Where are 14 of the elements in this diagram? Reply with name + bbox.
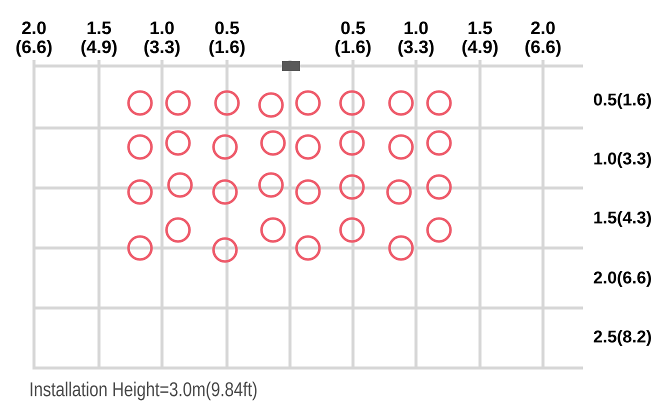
axis-label: 2.0 (6.6)	[16, 21, 52, 57]
axis-label: 1.0(3.3)	[594, 152, 651, 168]
axis-label: 1.5 (4.9)	[81, 22, 117, 57]
axis-label: 2.0(6.6)	[594, 271, 651, 287]
caption: Installation Height=3.0m(9.84ft)	[30, 382, 256, 400]
axis-label: 0.5 (1.6)	[209, 21, 245, 57]
axis-label: 1.5 (4.9)	[462, 22, 498, 57]
axis-label: 0.5(1.6)	[594, 93, 651, 109]
axis-label: 1.0 (3.3)	[144, 21, 180, 57]
axis-label: 1.0 (3.3)	[398, 21, 434, 57]
axis-label: 1.5(4.3)	[594, 211, 651, 227]
axis-label: 2.5(8.2)	[594, 330, 651, 346]
axis-label: 2.0 (6.6)	[525, 21, 561, 57]
axis-label: 0.5 (1.6)	[335, 21, 371, 57]
